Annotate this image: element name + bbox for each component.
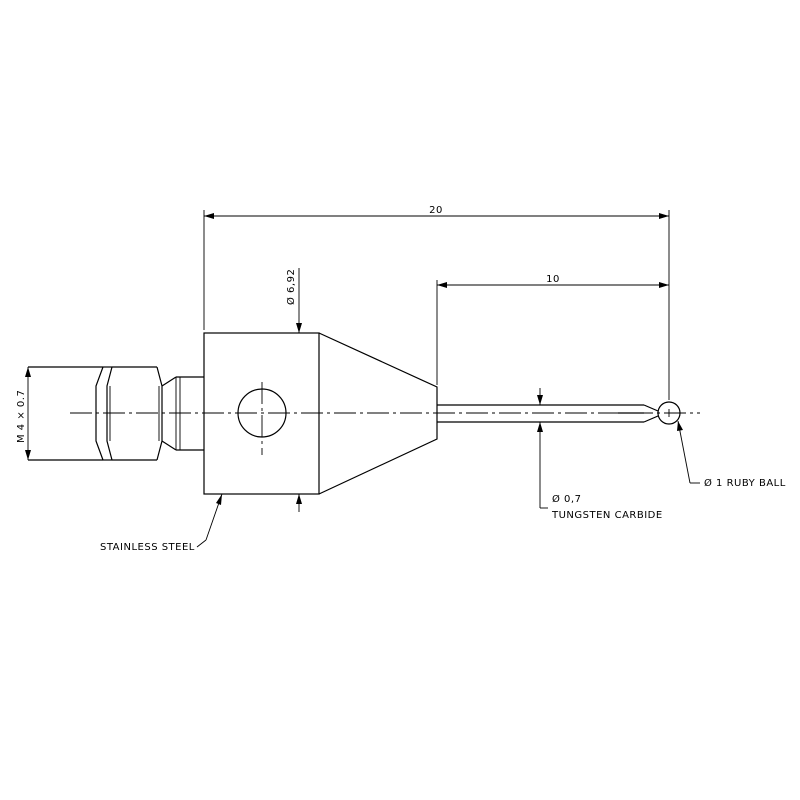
dim-overall-label: 20 <box>429 205 443 216</box>
dim-ball-label: Ø 1 RUBY BALL <box>704 477 786 489</box>
dim-body-diameter: Ø 6,92 <box>285 268 302 512</box>
dim-stem-diameter: Ø 0,7 TUNGSTEN CARBIDE <box>537 388 663 521</box>
stem-material-label: TUNGSTEN CARBIDE <box>551 510 663 521</box>
cone <box>318 332 438 495</box>
dim-stem-label: 10 <box>546 274 560 285</box>
dim-thread: M 4 × 0.7 <box>16 367 31 460</box>
dim-body-diameter-label: Ø 6,92 <box>285 269 297 305</box>
stem <box>437 404 659 423</box>
ruby-ball <box>657 401 681 425</box>
dim-stem: 10 <box>436 274 669 385</box>
dim-stem-diameter-label: Ø 0,7 <box>552 493 581 505</box>
dim-ball: Ø 1 RUBY BALL <box>677 420 786 489</box>
body-block <box>203 332 320 495</box>
dim-overall: 20 <box>203 205 670 400</box>
body-material-label: STAINLESS STEEL <box>100 542 195 553</box>
thread-section <box>28 366 204 461</box>
body-material-callout: STAINLESS STEEL <box>100 493 223 553</box>
dim-thread-label: M 4 × 0.7 <box>16 390 27 443</box>
